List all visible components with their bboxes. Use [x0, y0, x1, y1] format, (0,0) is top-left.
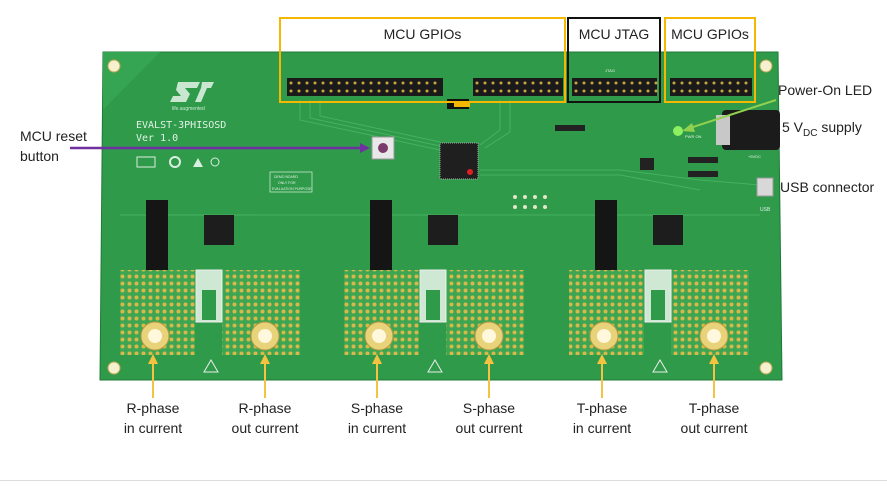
logo-tagline: life.augmented	[172, 106, 205, 112]
phase-section	[120, 200, 300, 373]
board-version: Ver 1.0	[136, 133, 178, 144]
pin-header	[473, 78, 563, 96]
phase-out-label: S-phase	[462, 400, 516, 416]
rohs-mark	[136, 156, 156, 168]
pin-header	[670, 78, 752, 96]
notice-line: EVALUATION PURPOSE	[272, 187, 312, 191]
gpio-right-box	[664, 17, 756, 103]
reset-label-1: MCU reset	[20, 128, 87, 144]
pin-headers: JTAG	[287, 68, 752, 96]
usb-label: USB connector	[780, 179, 875, 195]
silk-jtag: JTAG	[605, 68, 615, 73]
current-sensor	[595, 200, 617, 270]
cert-mark	[169, 156, 181, 168]
phase-section	[569, 200, 749, 373]
supply-sub: DC	[803, 127, 818, 139]
phase-out-label: out current	[455, 420, 523, 436]
supply-prefix: 5 V	[782, 119, 804, 135]
supply-suffix: supply	[817, 119, 862, 135]
phase-in-label: R-phase	[126, 400, 180, 416]
gpio-left-box	[279, 17, 566, 103]
divider	[0, 480, 887, 481]
pin-header	[287, 78, 443, 96]
mounting-hole	[759, 59, 773, 73]
jtag-label: MCU JTAG	[578, 26, 650, 42]
mounting-hole	[107, 59, 121, 73]
pb-free-mark	[210, 157, 220, 167]
isolated-ic	[653, 215, 683, 245]
isolated-ic	[204, 215, 234, 245]
phase-out-label: out current	[231, 420, 299, 436]
dc-power-jack	[722, 110, 780, 150]
silk-5vdc: +5VDC	[748, 154, 761, 159]
silk-usb: USB	[760, 207, 771, 213]
gpio-left-label: MCU GPIOs	[383, 26, 462, 42]
phase-out-label: R-phase	[238, 400, 292, 416]
isolated-ic	[428, 215, 458, 245]
notice-line: ONLY FOR	[278, 181, 296, 185]
phase-section	[344, 200, 524, 373]
phase-in-label: S-phase	[350, 400, 404, 416]
pin-header	[572, 78, 657, 96]
power-led-label: Power-On LED	[778, 82, 873, 98]
silk-pwr: PWR ON	[685, 134, 702, 139]
jtag-box	[567, 17, 661, 103]
notice-line: DEMO BOARD	[274, 175, 298, 179]
mounting-hole	[759, 361, 773, 375]
phase-in-label: in current	[572, 420, 632, 436]
power-led	[673, 126, 683, 136]
phase-out-label: out current	[680, 420, 748, 436]
gpio-right-label: MCU GPIOs	[671, 26, 749, 42]
usb-connector[interactable]	[756, 177, 774, 197]
current-sensor	[146, 200, 168, 270]
current-sensor	[370, 200, 392, 270]
mounting-hole	[107, 361, 121, 375]
reset-label-2: button	[20, 148, 59, 164]
st-logo	[170, 82, 214, 102]
phase-in-label: in current	[347, 420, 407, 436]
led-arrow	[689, 99, 777, 129]
phase-in-label: in current	[123, 420, 183, 436]
phase-in-label: T-phase	[576, 400, 628, 416]
esd-mark	[193, 158, 203, 167]
supply-label: 5 VDC supply	[782, 117, 862, 144]
board-name: EVALST-3PHISOSD	[136, 120, 226, 131]
phase-out-label: T-phase	[688, 400, 740, 416]
